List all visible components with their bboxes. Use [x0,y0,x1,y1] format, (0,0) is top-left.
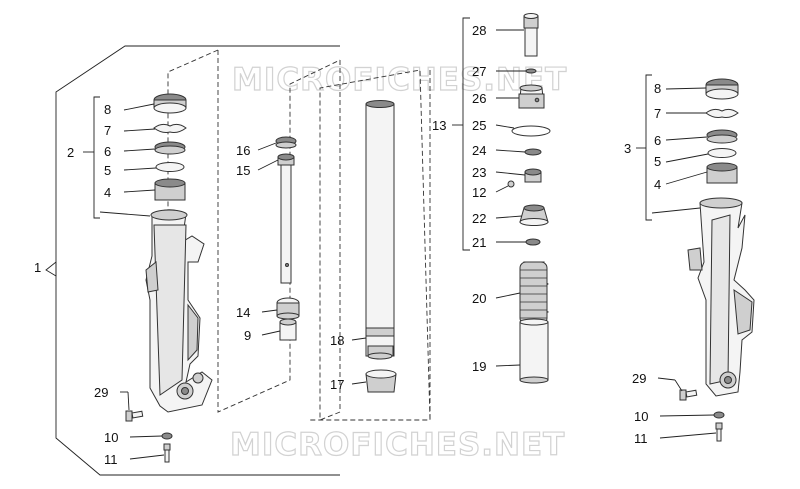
label-7b: 7 [654,106,661,121]
label-17: 17 [330,377,344,392]
label-23: 23 [472,165,486,180]
dashed-guide-b [217,50,341,413]
label-29b: 29 [632,371,646,386]
label-28: 28 [472,23,486,38]
leader-lines [99,29,717,460]
label-26: 26 [472,91,486,106]
callout-labels: 1 2 8 7 6 5 4 16 15 14 9 18 17 28 27 26 … [34,23,661,467]
label-21: 21 [472,235,486,250]
bracket-13 [462,17,470,251]
right-bolt-29 [679,389,698,401]
label-13: 13 [432,118,446,133]
label-2: 2 [67,145,74,160]
cartridge-stack [507,13,551,384]
label-10a: 10 [104,430,118,445]
watermark-bottom: MICROFICHES.NET [230,427,565,463]
left-upper-stack [153,93,187,201]
dashed-guide-c [310,60,431,421]
bolt-11-left [163,443,171,463]
washer-10-left [161,432,173,440]
label-18: 18 [330,333,344,348]
label-5a: 5 [104,163,111,178]
right-fork-leg [687,197,755,397]
bolt-11-right [715,422,723,442]
label-11a: 11 [104,452,118,467]
label-7a: 7 [104,123,111,138]
label-6b: 6 [654,133,661,148]
label-14: 14 [236,305,250,320]
label-19: 19 [472,359,486,374]
stanchion-tube [365,100,397,393]
label-4b: 4 [654,177,661,192]
bracket-2 [93,96,100,219]
label-20: 20 [472,291,486,306]
label-4a: 4 [104,185,111,200]
circlip-7a [153,123,187,133]
label-8b: 8 [654,81,661,96]
label-1: 1 [34,260,41,275]
label-29a: 29 [94,385,108,400]
label-15: 15 [236,163,250,178]
label-8a: 8 [104,102,111,117]
label-24: 24 [472,143,486,158]
damper-rod [275,136,300,341]
label-11b: 11 [634,431,648,446]
watermark-top: MICROFICHES.NET [232,62,567,98]
bracket-3 [645,74,652,221]
label-12: 12 [472,185,486,200]
label-16: 16 [236,143,250,158]
label-27: 27 [472,64,486,79]
label-3: 3 [624,141,631,156]
label-5b: 5 [654,154,661,169]
left-bolt-29 [125,410,144,422]
washer-10-right [713,411,725,419]
label-22: 22 [472,211,486,226]
label-10b: 10 [634,409,648,424]
label-9: 9 [244,328,251,343]
left-fork-leg [145,209,213,413]
right-upper-stack [705,78,739,184]
label-25: 25 [472,118,486,133]
label-6a: 6 [104,144,111,159]
